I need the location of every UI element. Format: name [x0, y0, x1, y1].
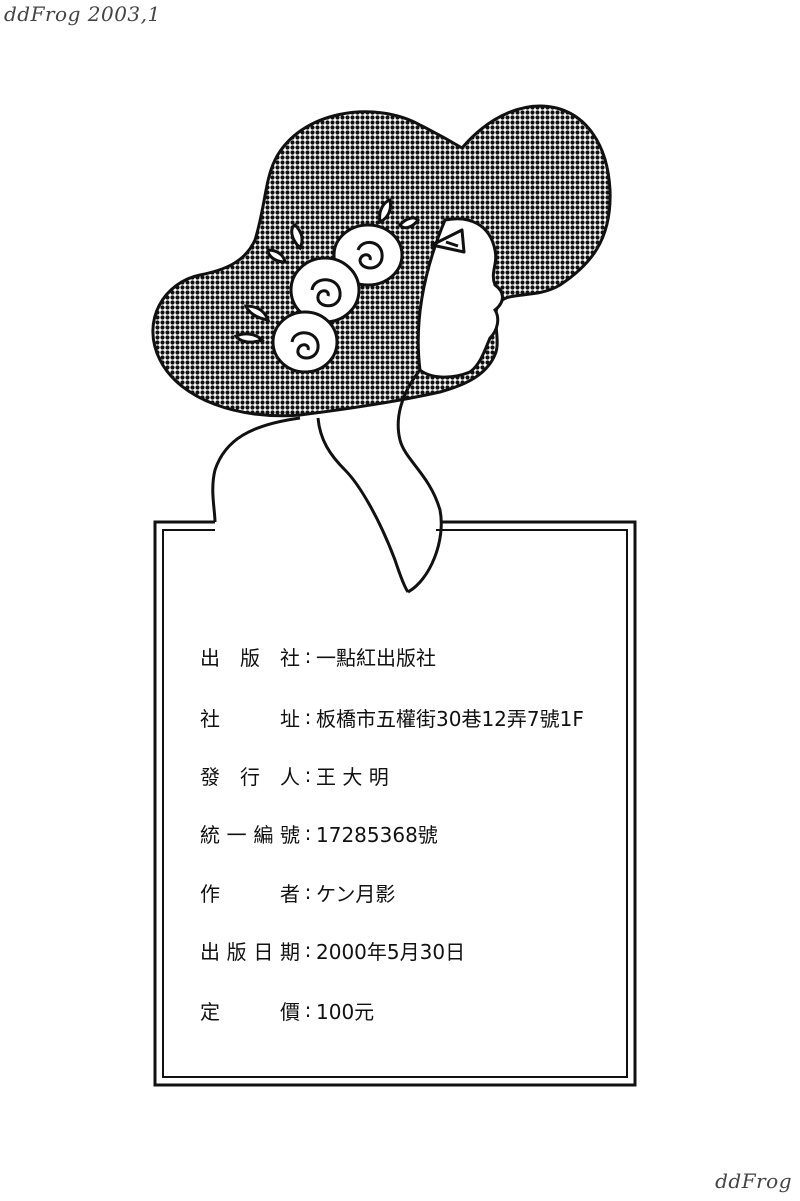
row-price: 定價 : 100元 [200, 994, 374, 1026]
colon: : [304, 938, 312, 962]
row-issuer: 發行人 : 王 大 明 [200, 759, 389, 791]
row-author: 作者 : ケン月影 [200, 876, 395, 908]
row-publisher: 出版社 : 一點紅出版社 [200, 640, 436, 672]
value-author: ケン月影 [316, 881, 396, 906]
row-registration: 統一編號 : 17285368號 [200, 817, 438, 849]
label-issuer: 發行人 [200, 764, 300, 789]
value-date: 2000年5月30日 [316, 939, 466, 964]
face-shape [416, 217, 504, 379]
label-author: 作者 [200, 881, 300, 906]
value-registration: 17285368號 [316, 822, 438, 847]
left-shoulder [211, 416, 301, 523]
label-publisher: 出版社 [200, 645, 300, 670]
frame-outer [153, 520, 637, 1087]
label-price: 定價 [200, 999, 300, 1024]
colon: : [304, 644, 312, 668]
value-publisher: 一點紅出版社 [316, 645, 436, 670]
label-address: 社址 [200, 706, 300, 731]
label-registration: 統一編號 [200, 822, 300, 847]
watermark-bottom: ddFrog [715, 1169, 792, 1193]
row-date: 出版日期 : 2000年5月30日 [200, 934, 465, 966]
neck-shoulders [396, 369, 443, 594]
colon: : [304, 998, 312, 1022]
value-issuer: 王 大 明 [316, 764, 389, 789]
colon: : [304, 763, 312, 787]
label-date: 出版日期 [200, 939, 300, 964]
watermark-top: ddFrog 2003,1 [4, 2, 161, 26]
colon: : [304, 705, 312, 729]
neck-line [316, 417, 410, 593]
eye-mark [430, 228, 466, 254]
row-address: 社址 : 板橋市五權街30巷12弄7號1F [200, 701, 584, 733]
colon: : [304, 880, 312, 904]
roses [233, 198, 420, 374]
colon: : [304, 821, 312, 845]
value-price: 100元 [316, 999, 375, 1024]
frame-inner [162, 529, 628, 1078]
value-address: 板橋市五權街30巷12弄7號1F [316, 706, 584, 731]
